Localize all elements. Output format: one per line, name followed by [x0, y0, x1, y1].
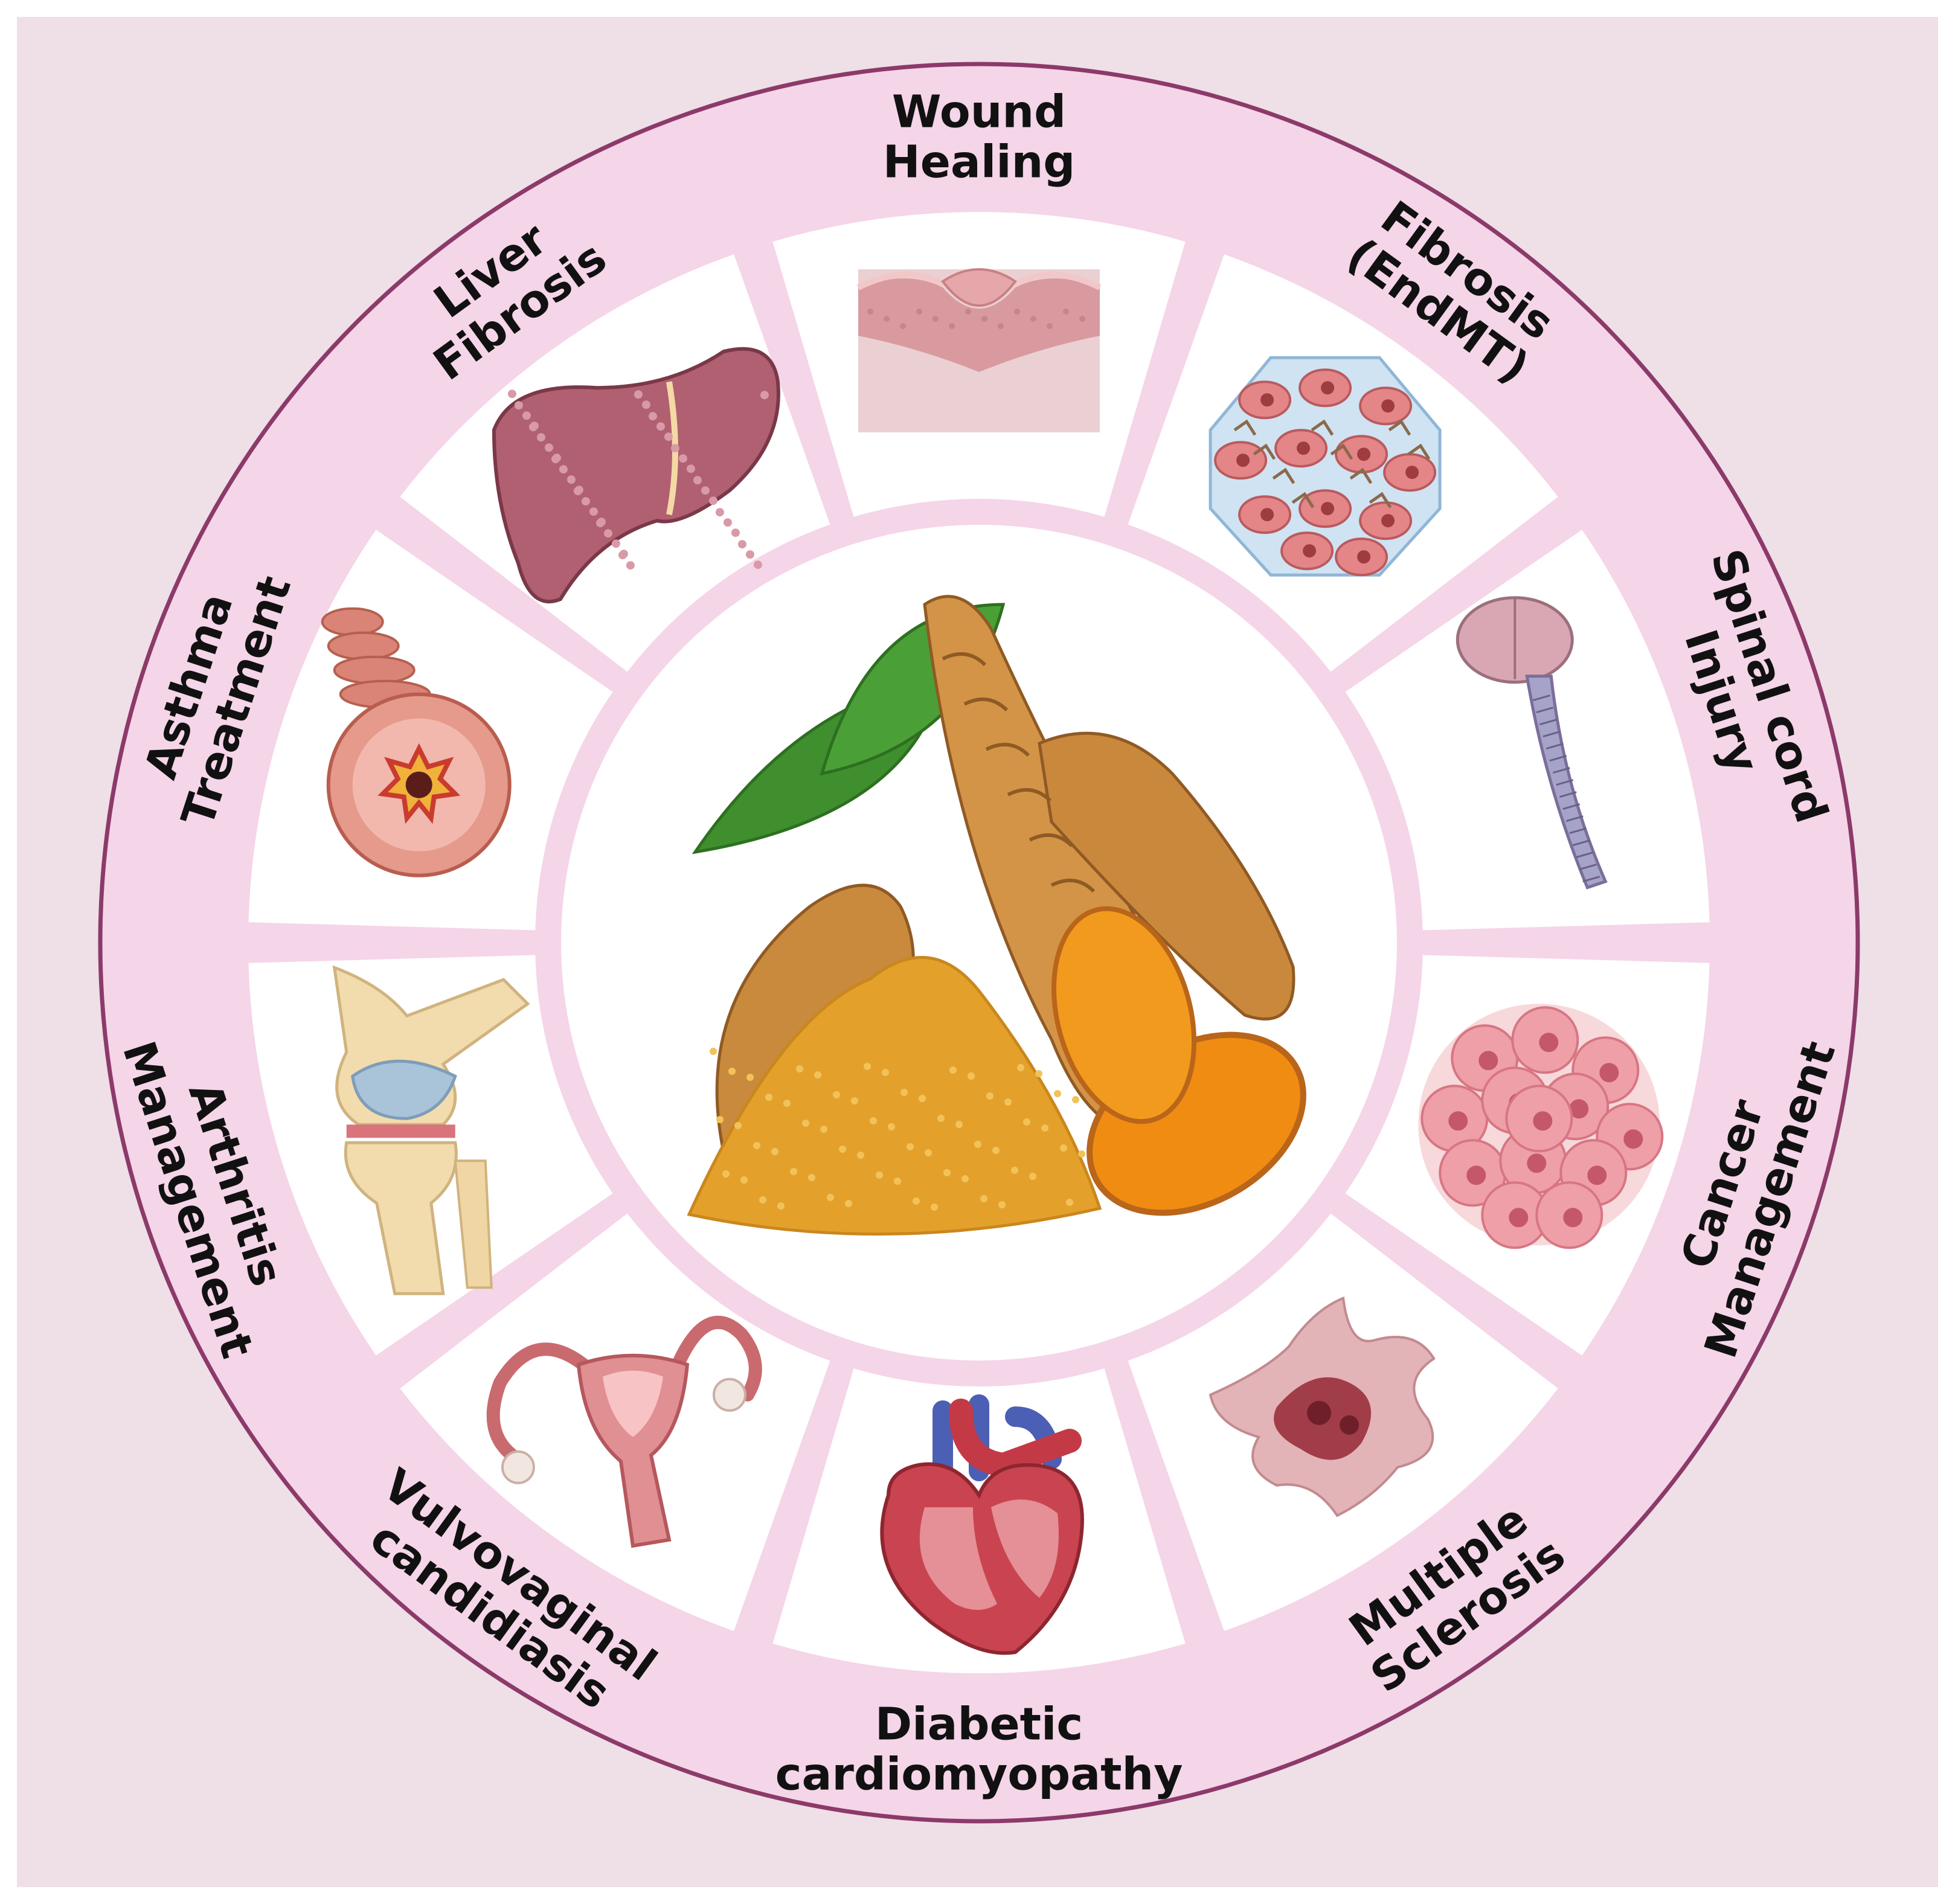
label-line: Diabetic [875, 1698, 1083, 1750]
uterus-icon [486, 1315, 762, 1548]
label-line: Healing [883, 136, 1075, 188]
label-line: Wound [892, 86, 1066, 138]
icon-layer [321, 268, 1664, 1655]
cell-cluster-icon [1209, 356, 1442, 577]
neuron-lesion-icon [1209, 1296, 1436, 1518]
center-turmeric [687, 595, 1306, 1236]
label-line: cardiomyopathy [775, 1748, 1183, 1800]
turmeric-icon [687, 595, 1306, 1236]
spinal-cord-icon [1456, 596, 1608, 889]
knee-joint-icon [332, 965, 530, 1295]
heart-icon [880, 1394, 1084, 1655]
skin-wound-icon [856, 268, 1102, 432]
tumor-icon [1418, 1004, 1664, 1249]
airway-icon [321, 607, 512, 877]
segment-spinal-cord-injury [1345, 530, 1710, 931]
liver-icon [492, 347, 780, 604]
